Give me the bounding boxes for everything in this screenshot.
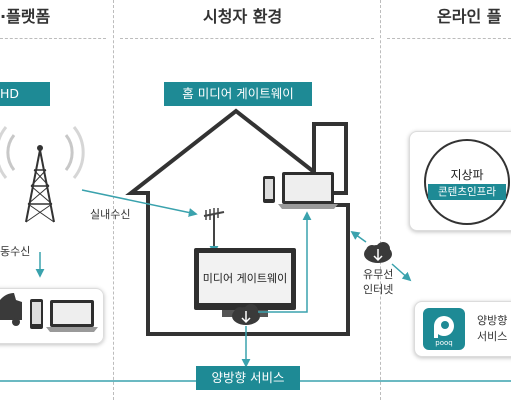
header-separator-right (387, 38, 511, 39)
mobile-devices-card (0, 288, 104, 344)
pooq-logo-text: pooq (435, 339, 453, 347)
center-column-header: 시청자 환경 (203, 7, 283, 26)
wired-internet-label-2: 인터넷 (363, 283, 394, 296)
left-column-header: ·플랫폼 (0, 7, 51, 26)
pooq-service-line1: 양방향 (477, 314, 508, 327)
terrestrial-card: 지상파 콘텐츠인프라 (409, 131, 511, 231)
right-column-header: 온라인 플 (437, 7, 502, 26)
indoor-reception-label: 실내수신 (90, 208, 131, 221)
header-separator-left (0, 38, 106, 39)
column-separator-right (380, 0, 381, 400)
two-way-service-tag: 양방향 서비스 (196, 366, 300, 390)
phone-laptop-icon (263, 172, 338, 209)
mobile-reception-label: 동수신 (0, 245, 31, 258)
indoor-reception-arrow (81, 189, 198, 217)
terrestrial-subtitle: 콘텐츠인프라 (428, 184, 506, 200)
home-gateway-tag: 홈 미디어 게이트웨이 (164, 82, 312, 106)
mobile-devices-icon (0, 293, 98, 332)
broadcast-tower-icon (0, 126, 85, 223)
terrestrial-title: 지상파 (450, 168, 484, 182)
cloud-icon-gateway (232, 304, 260, 325)
house-outline (125, 108, 350, 336)
pooq-service-line2: 서비스 (477, 330, 508, 343)
hd-tag: HD (0, 82, 50, 106)
tv-screen (199, 253, 291, 303)
column-separator-left (113, 0, 114, 400)
pooq-logo-icon: pooq (423, 308, 465, 350)
gateway-to-devices-arrow (258, 211, 312, 313)
media-gateway-label: 미디어 게이트웨이 (202, 272, 288, 285)
antenna-icon (203, 208, 225, 246)
internet-to-online-arrow (391, 263, 412, 282)
cloud-icon-internet (364, 242, 392, 263)
wired-internet-label-1: 유무선 (363, 268, 394, 281)
terrestrial-circle (424, 139, 510, 225)
internet-to-house-arrow (350, 230, 367, 243)
pooq-card: pooq 양방향 서비스 (414, 301, 511, 357)
header-separator-center (120, 38, 374, 39)
